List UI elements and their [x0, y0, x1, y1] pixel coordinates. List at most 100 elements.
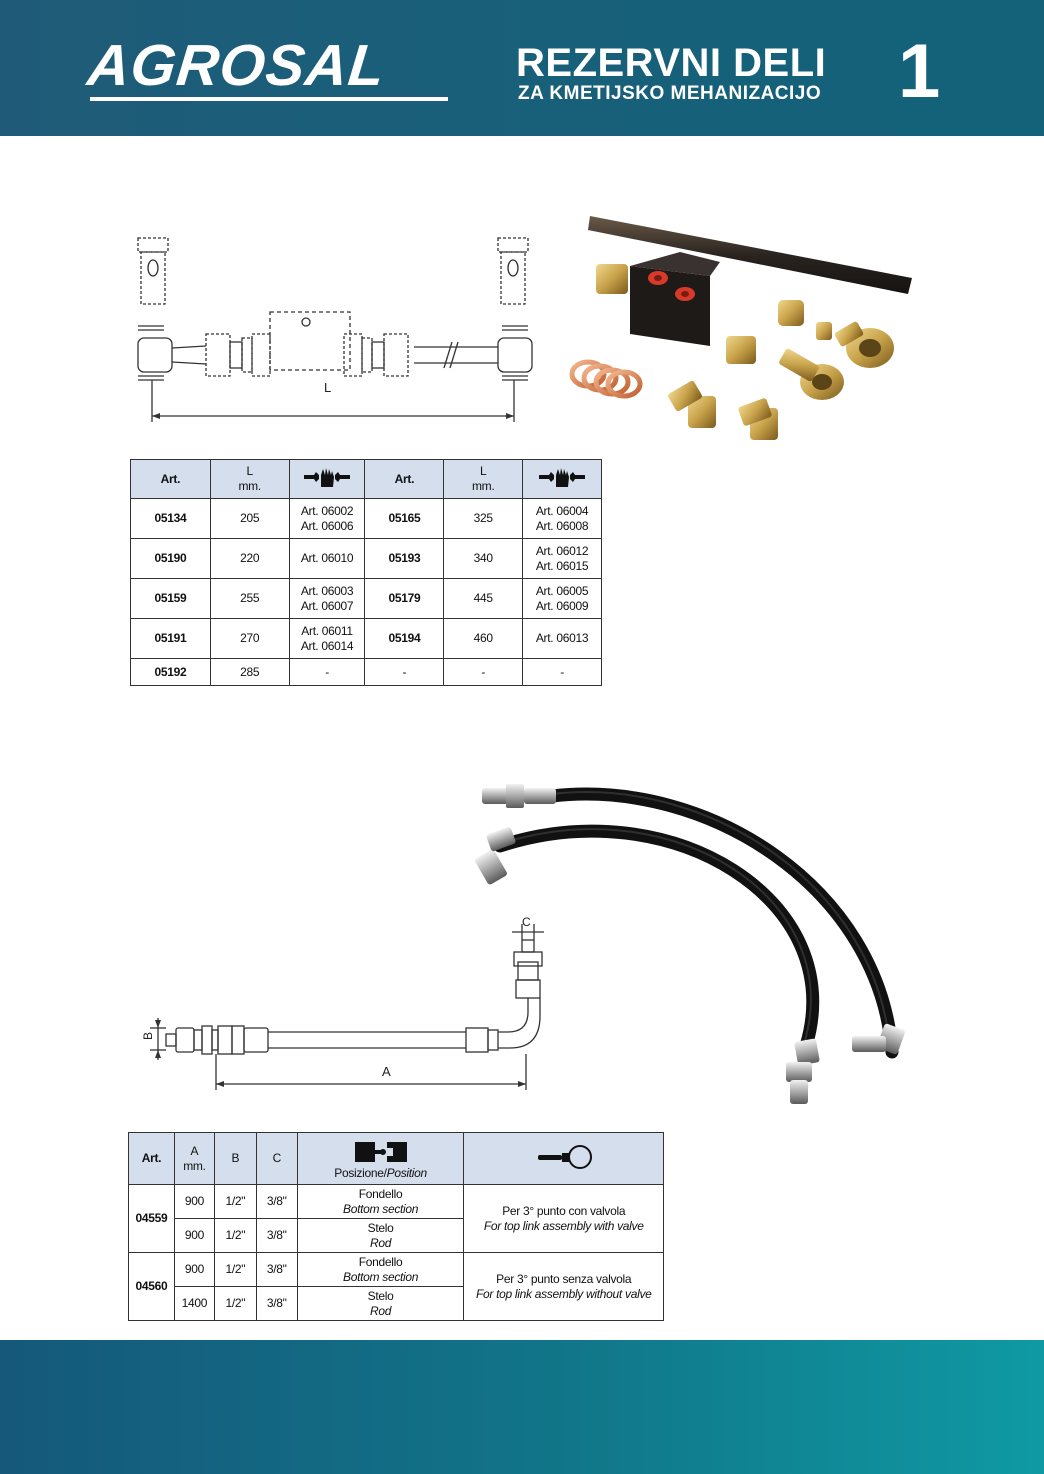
hose-dimension-drawing: A B C — [141, 916, 544, 1090]
position-it: Fondello — [358, 1254, 403, 1269]
art-number: 05191 — [130, 618, 211, 659]
col-art-2: Art. — [364, 459, 445, 499]
art-number: 05134 — [130, 498, 211, 539]
position-label-en: Position — [386, 1166, 428, 1180]
length-value: 445 — [443, 578, 524, 619]
table-row: 05190 220 Art. 06010 05193 340 Art. 0601… — [130, 538, 602, 579]
col-length-label: L — [246, 464, 254, 478]
hose-table: Art. A mm. B C Posizione/Position — [128, 1132, 664, 1321]
dimension-b-label: B — [141, 1032, 155, 1040]
length-value: 285 — [209, 658, 290, 686]
use-en: For top link assembly with valve — [483, 1218, 644, 1233]
fittings-cell: - — [522, 658, 602, 686]
page-footer — [0, 1340, 1044, 1474]
c-value: 3/8" — [255, 1252, 298, 1287]
fitting-ref: Art. 06003 — [300, 583, 354, 598]
position-label-it: Posizione/ — [334, 1166, 387, 1180]
wrench-hand-icon — [539, 468, 586, 487]
logo-underline — [90, 97, 448, 101]
cylinder-position-icon — [354, 1142, 407, 1162]
length-value: 205 — [209, 498, 290, 539]
c-value: 3/8" — [255, 1286, 298, 1321]
a-value: 900 — [173, 1218, 215, 1253]
fitting-ref: Art. 06015 — [535, 558, 589, 573]
dimension-c-label: C — [522, 916, 531, 929]
art-number: 04559 — [128, 1184, 175, 1253]
c-value: 3/8" — [255, 1184, 298, 1219]
a-value: 900 — [173, 1184, 215, 1219]
b-value: 1/2" — [213, 1218, 257, 1253]
length-value: 220 — [209, 538, 290, 579]
hose-photo — [475, 784, 905, 1104]
col-position-label: Posizione/Position — [298, 1166, 464, 1181]
position-en: Bottom section — [343, 1269, 419, 1284]
fittings-cell: - — [288, 658, 366, 686]
col-length-unit-2: mm. — [471, 479, 495, 493]
fitting-ref: Art. 06002 — [300, 503, 354, 518]
b-value: 1/2" — [213, 1252, 257, 1287]
col-length: L mm. — [209, 459, 290, 499]
position-it: Stelo — [367, 1220, 394, 1235]
art-number: 05159 — [130, 578, 211, 619]
fitting-ref: Art. 06006 — [300, 518, 354, 533]
position-it: Fondello — [358, 1186, 403, 1201]
b-value: 1/2" — [213, 1184, 257, 1219]
fittings-cell: Art. 06013 — [522, 618, 602, 659]
fitting-ref: Art. 06011 — [301, 623, 353, 638]
header-subtitle: ZA KMETIJSKO MEHANIZACIJO — [518, 83, 822, 104]
col-art: Art. — [130, 459, 211, 499]
page-header: AGROSAL REZERVNI DELI ZA KMETIJSKO MEHAN… — [0, 0, 1044, 136]
pipe-kit-table: Art. L mm. Art. L mm. 05134 205 — [130, 459, 602, 686]
col-fittings — [288, 459, 366, 499]
position-it: Stelo — [367, 1288, 394, 1303]
length-value: 460 — [443, 618, 524, 659]
brand-logo: AGROSAL — [84, 33, 389, 98]
col-length-2: L mm. — [443, 459, 524, 499]
art-number: 05165 — [364, 498, 445, 539]
dimension-l-label: L — [324, 380, 331, 395]
table-header-row: Art. L mm. Art. L mm. — [130, 459, 602, 499]
table-row: 05192 285 - - - - — [130, 658, 602, 686]
length-value: - — [443, 658, 524, 686]
col-use — [463, 1132, 664, 1185]
hose-ring-icon — [537, 1144, 592, 1169]
use-en: For top link assembly without valve — [475, 1286, 652, 1301]
b-value: 1/2" — [213, 1286, 257, 1321]
col-c: C — [255, 1132, 298, 1185]
a-value: 1400 — [173, 1286, 215, 1321]
fitting-ref: Art. 06009 — [535, 598, 589, 613]
col-length-label-2: L — [480, 464, 487, 478]
dimension-a-label: A — [382, 1064, 391, 1079]
position-en: Rod — [370, 1303, 392, 1318]
fitting-ref: Art. 06005 — [535, 583, 589, 598]
length-value: 325 — [443, 498, 524, 539]
fitting-ref: Art. 06012 — [535, 543, 589, 558]
fitting-ref: Art. 06004 — [535, 503, 589, 518]
fitting-ref: Art. 06010 — [300, 551, 354, 565]
art-number: 05193 — [364, 538, 445, 579]
fitting-ref: Art. 06008 — [535, 518, 589, 533]
pipe-assembly-drawing: L — [137, 237, 533, 422]
c-value: 3/8" — [255, 1218, 298, 1253]
col-length-unit: mm. — [238, 479, 261, 493]
position-en: Rod — [370, 1235, 392, 1250]
length-value: 255 — [209, 578, 290, 619]
fitting-ref: Art. 06007 — [300, 598, 354, 613]
use-it: Per 3° punto senza valvola — [496, 1271, 632, 1286]
